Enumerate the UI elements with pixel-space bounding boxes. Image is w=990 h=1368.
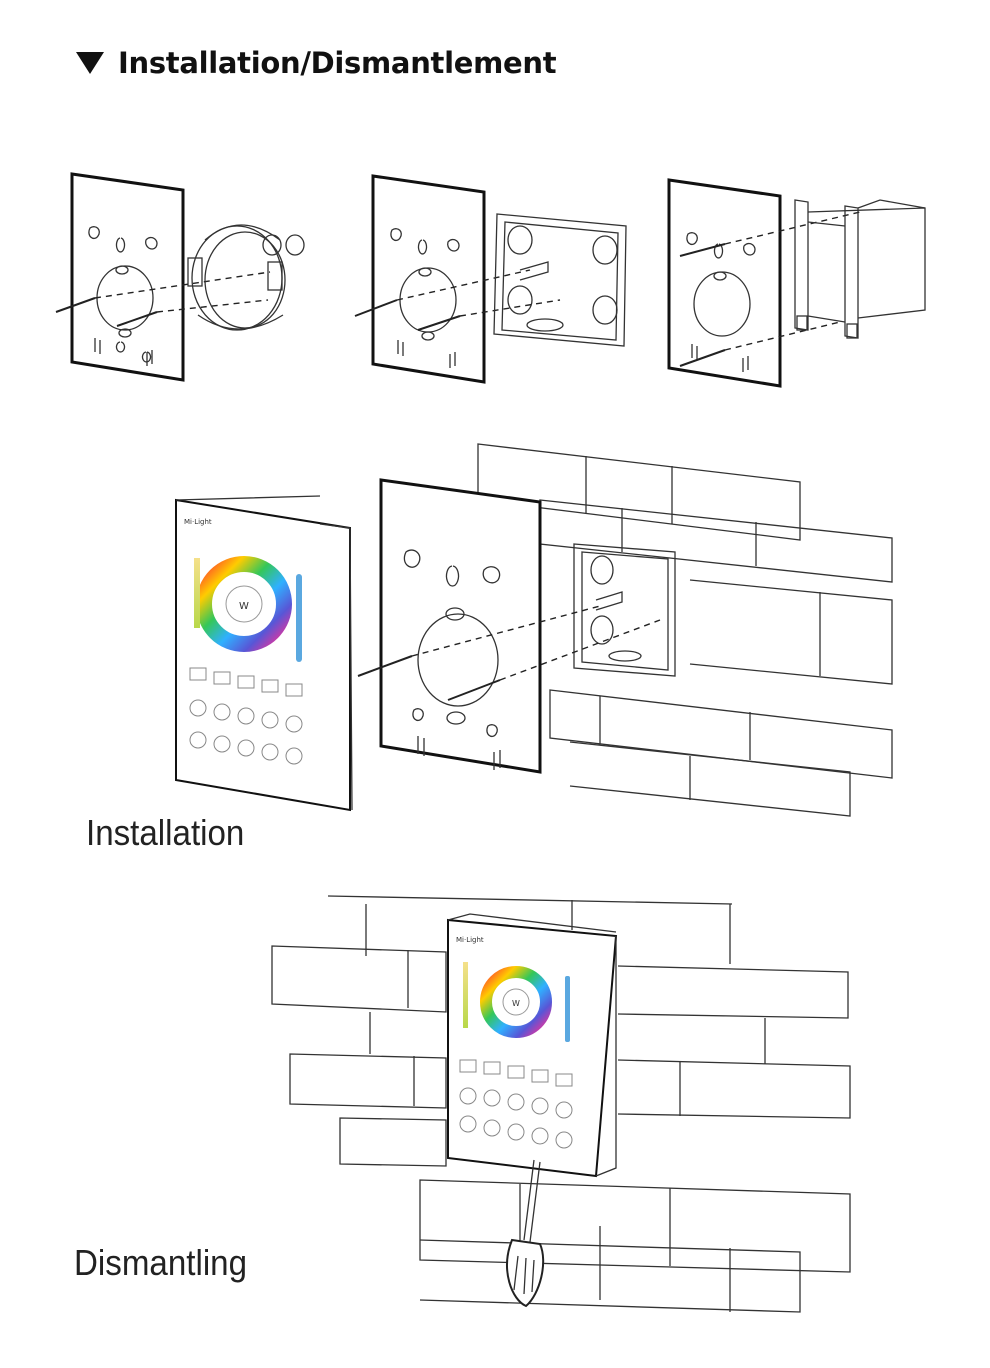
- section-title: Installation/Dismantlement: [118, 46, 557, 80]
- brick-wall-bottom: [271, 895, 851, 1313]
- color-wheel: [196, 556, 292, 652]
- mounting-box-diagrams: [55, 172, 926, 388]
- screwdriver-icon: [506, 1159, 545, 1308]
- panel-center-label-2: W: [512, 999, 520, 1008]
- touch-panel-installation: Mi·Light W: [175, 495, 353, 812]
- color-wheel-2: [480, 966, 552, 1038]
- touch-panel-dismantling: Mi·Light W: [447, 913, 618, 1178]
- panel-brand-label: Mi·Light: [184, 518, 212, 526]
- installation-diagram: Mi·Light W: [175, 443, 893, 817]
- diagram-square-box: [354, 174, 627, 384]
- diagram-rect-box: [667, 178, 926, 388]
- wall-box: [573, 543, 676, 677]
- section-header: Installation/Dismantlement: [76, 46, 557, 80]
- mounting-plate: [379, 478, 542, 774]
- triangle-bullet-icon: [76, 52, 104, 74]
- installation-caption: Installation: [86, 812, 245, 853]
- panel-buttons: [189, 667, 303, 765]
- panel-brand-label-2: Mi·Light: [456, 936, 484, 944]
- dismantling-caption: Dismantling: [74, 1242, 248, 1283]
- brick-wall-top: [477, 443, 893, 817]
- panel-center-label: W: [239, 601, 249, 612]
- diagram-round-box: [55, 172, 305, 382]
